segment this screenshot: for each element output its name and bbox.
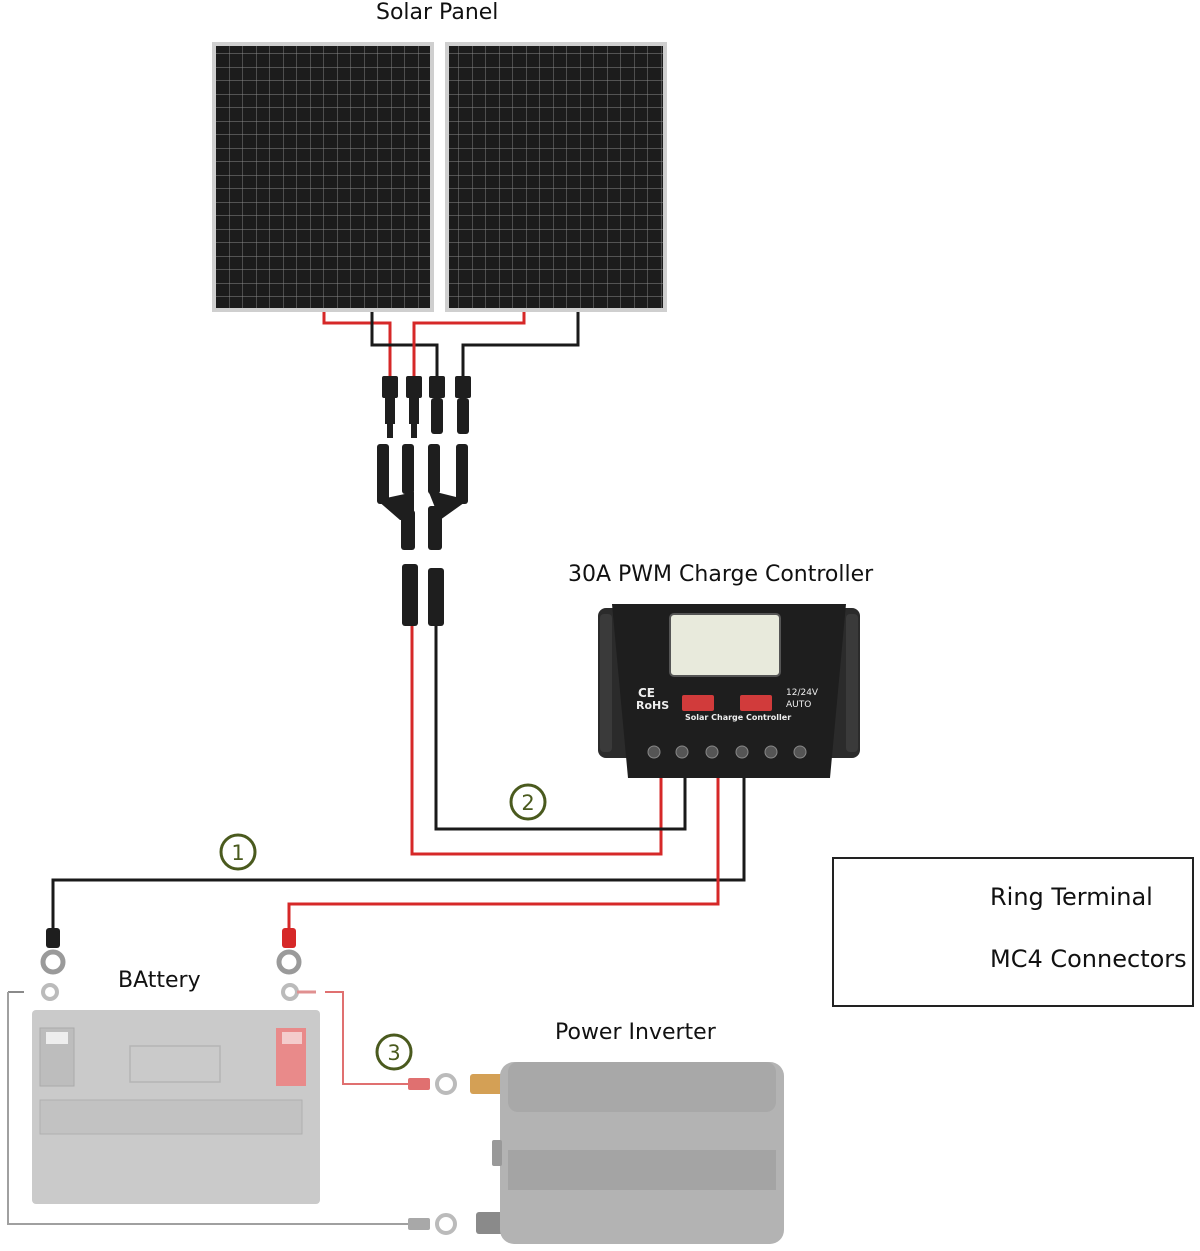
controller-down-button[interactable]	[682, 695, 714, 711]
step-number-3: 3	[387, 1041, 400, 1065]
battery-ring-terminals	[40, 928, 302, 975]
wire-1-controller-to-battery	[51, 775, 746, 932]
controller-mode: AUTO	[786, 700, 812, 710]
y-branch-connectors	[377, 444, 468, 550]
controller-up-button[interactable]	[740, 695, 772, 711]
charge-controller-label: 30A PWM Charge Controller	[568, 562, 874, 587]
controller-name: Solar Charge Controller	[685, 713, 792, 722]
mc4-connectors	[382, 376, 471, 438]
wire-3-battery-to-inverter	[7, 991, 410, 1225]
solar-panel-left	[212, 42, 434, 312]
controller-rohs-mark: RoHS	[636, 699, 670, 712]
controller-voltage: 12/24V	[786, 688, 819, 698]
step-number-2: 2	[521, 791, 534, 815]
legend-box	[832, 857, 1194, 1007]
controller-ce-mark: CE	[638, 686, 656, 700]
wire-2-panel-to-controller	[410, 626, 687, 856]
legend-mc4-connectors-label: MC4 Connectors	[990, 945, 1187, 973]
battery	[8, 983, 320, 1204]
power-inverter	[470, 1062, 784, 1244]
legend-ring-terminal-label: Ring Terminal	[990, 883, 1153, 911]
step-circles	[219, 783, 547, 1071]
charge-controller	[598, 604, 860, 778]
inverter-ring-terminals	[408, 1073, 457, 1235]
controller-lcd-screen	[669, 613, 781, 677]
solar-panel-label: Solar Panel	[376, 0, 499, 25]
battery-label: BAttery	[118, 968, 201, 993]
extension-connectors	[402, 564, 444, 626]
solar-panel-right	[445, 42, 667, 312]
panel-leads	[322, 312, 580, 378]
step-number-1: 1	[231, 841, 244, 865]
power-inverter-label: Power Inverter	[555, 1020, 716, 1045]
